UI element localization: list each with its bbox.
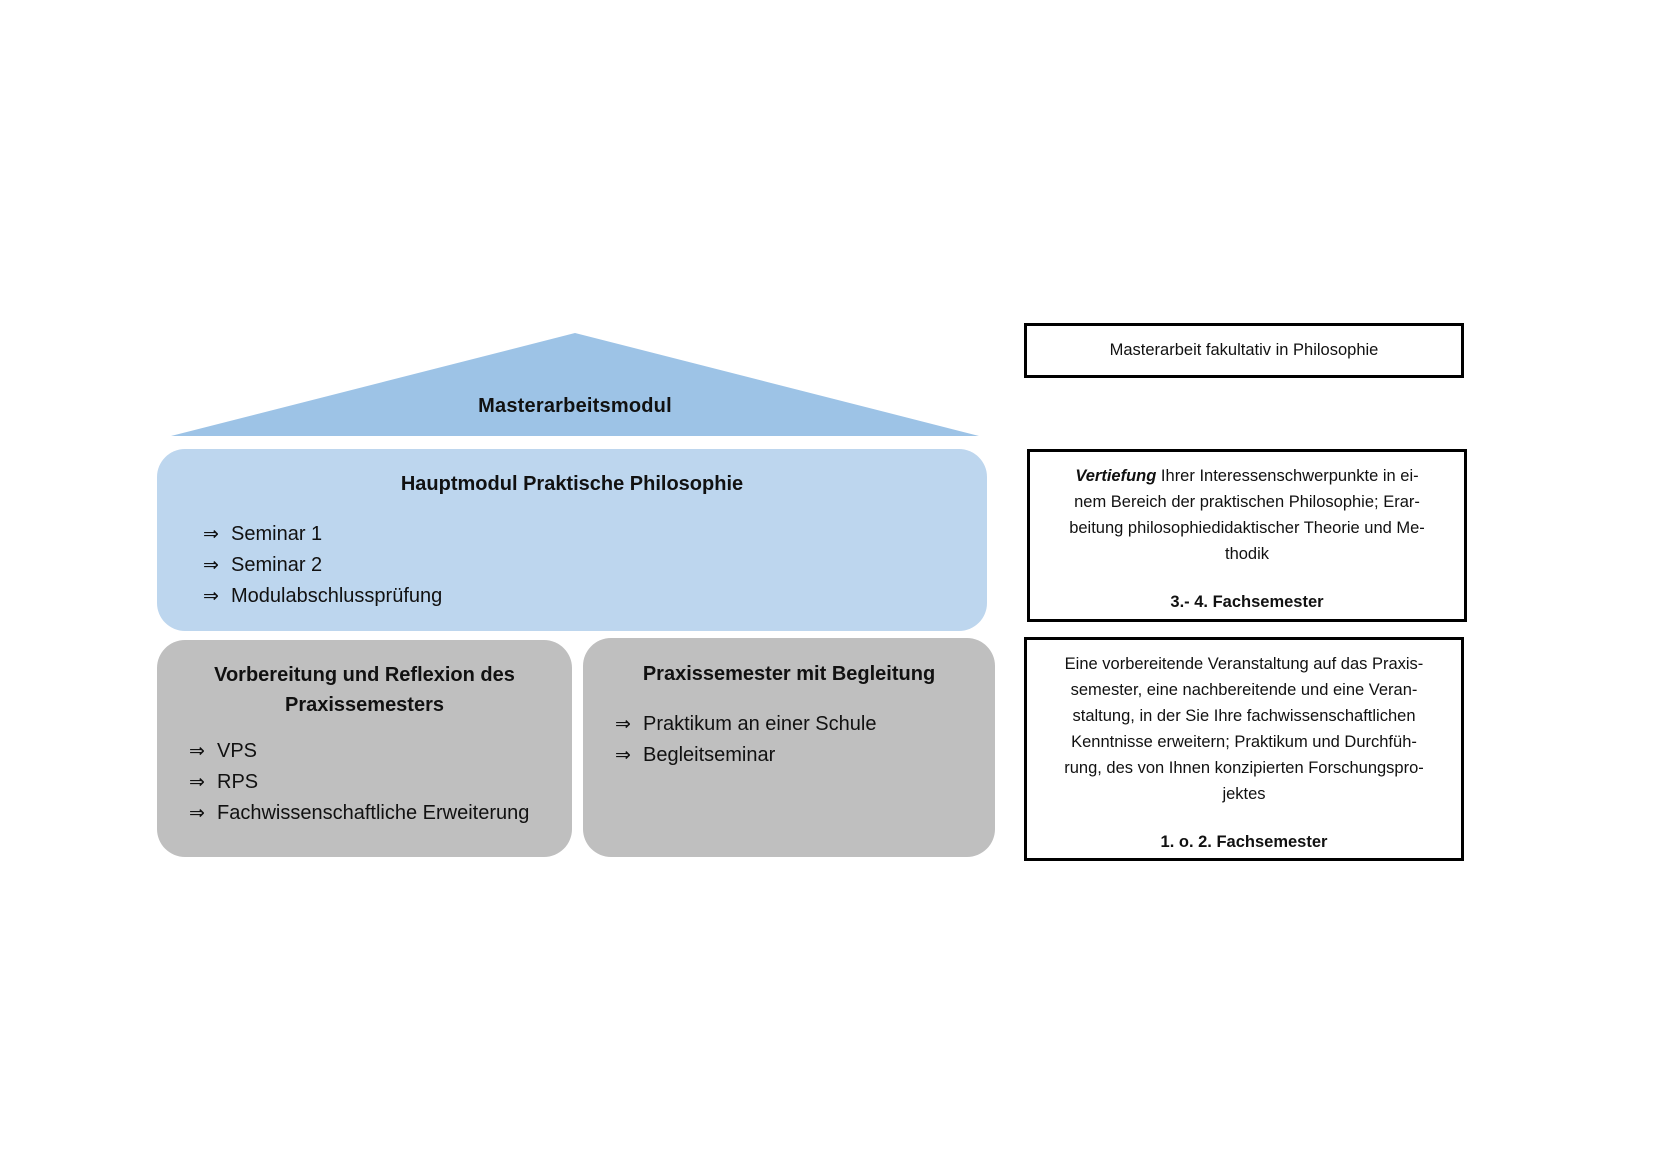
practice-line: Eine vorbereitende Veranstaltung auf das… [1064,655,1424,673]
practice-module-title: Praxissemester mit Begleitung [642,663,936,685]
list-item: ⇒ Begleitseminar [615,740,995,771]
depth-info-text: Vertiefung Ihrer Interessenschwerpunkte … [1048,463,1446,567]
prep-module-title: Vorbereitung und Reflexion des Praxissem… [214,664,515,716]
roof-shape [171,333,979,436]
practice-module-list: ⇒ Praktikum an einer Schule ⇒ Begleitsemin… [615,709,995,771]
practice-semester-label: 1. o. 2. Fachsemester [1160,833,1328,851]
double-arrow-icon: ⇒ [203,523,219,545]
practice-line: semester, eine nachbereitende und eine V… [1070,681,1418,699]
practice-info-box: Eine vorbereitende Veranstaltung auf das… [1024,637,1464,861]
main-module-box: Hauptmodul Praktische Philosophie ⇒ Semin… [157,449,987,631]
depth-line: nem Bereich der praktischen Philosophie;… [1074,493,1420,511]
roof-triangle [171,333,979,436]
depth-line: thodik [1224,545,1270,563]
list-item-label: Praktikum an einer Schule [643,713,877,735]
list-item: ⇒ Praktikum an einer Schule [615,709,995,740]
depth-line: Ihrer Interessenschwerpunkte in ei- [1156,467,1419,485]
list-item: ⇒ Seminar 2 [203,550,987,581]
practice-info-text: Eine vorbereitende Veranstaltung auf das… [1045,651,1443,807]
depth-emphasis: Vertiefung [1075,467,1157,485]
double-arrow-icon: ⇒ [615,744,631,766]
list-item-label: Fachwissenschaftliche Erweiterung [217,802,530,824]
main-module-list: ⇒ Seminar 1 ⇒ Seminar 2 ⇒ Modulabschlussprü… [203,519,987,612]
thesis-info-text: Masterarbeit fakultativ in Philosophie [1109,341,1379,359]
double-arrow-icon: ⇒ [615,713,631,735]
practice-module-box: Praxissemester mit Begleitung ⇒ Praktikum… [583,638,995,857]
list-item-label: Begleitseminar [643,744,776,766]
practice-line: rung, des von Ihnen konzipierten Forschu… [1064,759,1424,777]
double-arrow-icon: ⇒ [189,802,205,824]
list-item: ⇒ Modulabschlussprüfung [203,581,987,612]
prep-module-list: ⇒ VPS ⇒ RPS ⇒ Fachwissenschaftliche Erweite… [189,736,572,829]
thesis-info-box: Masterarbeit fakultativ in Philosophie [1024,323,1464,378]
depth-line: beitung philosophiedidaktischer Theorie … [1069,519,1425,537]
list-item-label: VPS [217,740,258,762]
main-module-title: Hauptmodul Praktische Philosophie [400,473,744,495]
double-arrow-icon: ⇒ [189,771,205,793]
list-item: ⇒ RPS [189,767,572,798]
list-item: ⇒ VPS [189,736,572,767]
double-arrow-icon: ⇒ [203,585,219,607]
depth-info-box: Vertiefung Ihrer Interessenschwerpunkte … [1027,449,1467,622]
practice-line: staltung, in der Sie Ihre fachwissenscha… [1072,707,1416,725]
double-arrow-icon: ⇒ [189,740,205,762]
list-item-label: Seminar 1 [231,523,323,545]
list-item-label: RPS [217,771,259,793]
roof-label: Masterarbeitsmodul [478,395,672,417]
prep-module-box: Vorbereitung und Reflexion des Praxissem… [157,640,572,857]
list-item: ⇒ Fachwissenschaftliche Erweiterung [189,798,572,829]
list-item: ⇒ Seminar 1 [203,519,987,550]
practice-line: jektes [1222,785,1266,803]
double-arrow-icon: ⇒ [203,554,219,576]
practice-line: Kenntnisse erweitern; Praktikum und Durc… [1071,733,1417,751]
list-item-label: Seminar 2 [231,554,323,576]
list-item-label: Modulabschlussprüfung [231,585,443,607]
depth-semester-label: 3.- 4. Fachsemester [1170,593,1324,611]
